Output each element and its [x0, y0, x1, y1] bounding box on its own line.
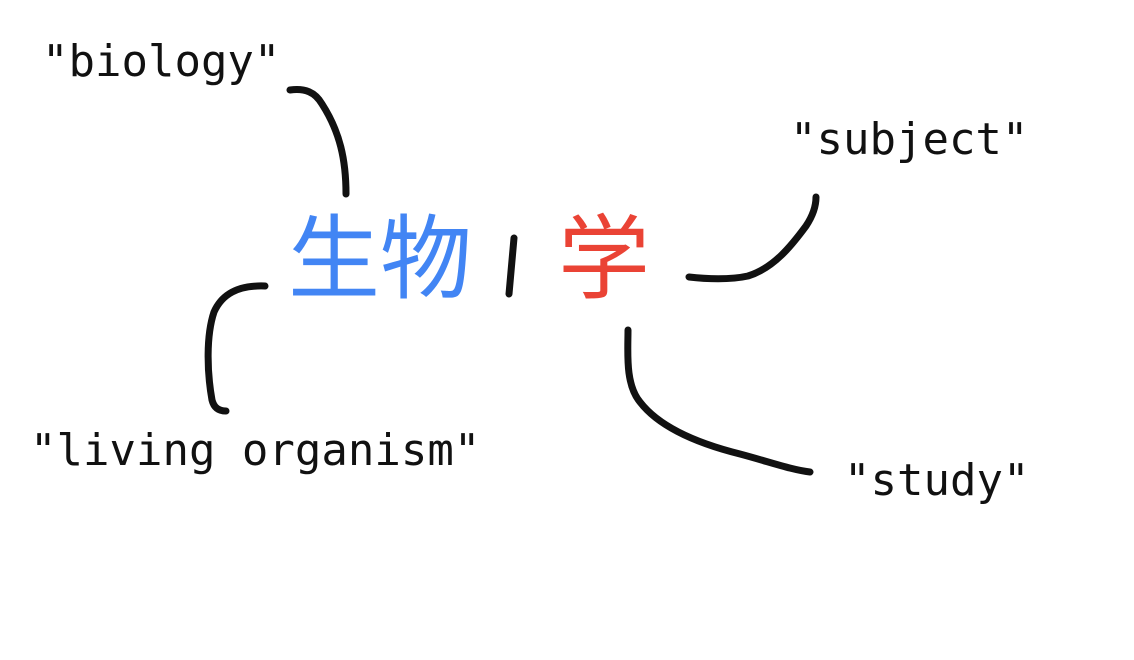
gloss-biology: "biology"	[42, 36, 281, 87]
separator-bar	[505, 234, 518, 298]
word-part-biology: 生物	[288, 206, 473, 313]
connector-study	[624, 326, 814, 476]
connector-biology	[286, 86, 350, 198]
word-part-study: 学	[558, 206, 651, 313]
gloss-living-organism: "living organism"	[30, 425, 481, 476]
gloss-subject: "subject"	[790, 114, 1029, 165]
connector-subject	[685, 193, 820, 283]
connector-living-organism	[204, 282, 269, 415]
gloss-study: "study"	[844, 455, 1030, 506]
